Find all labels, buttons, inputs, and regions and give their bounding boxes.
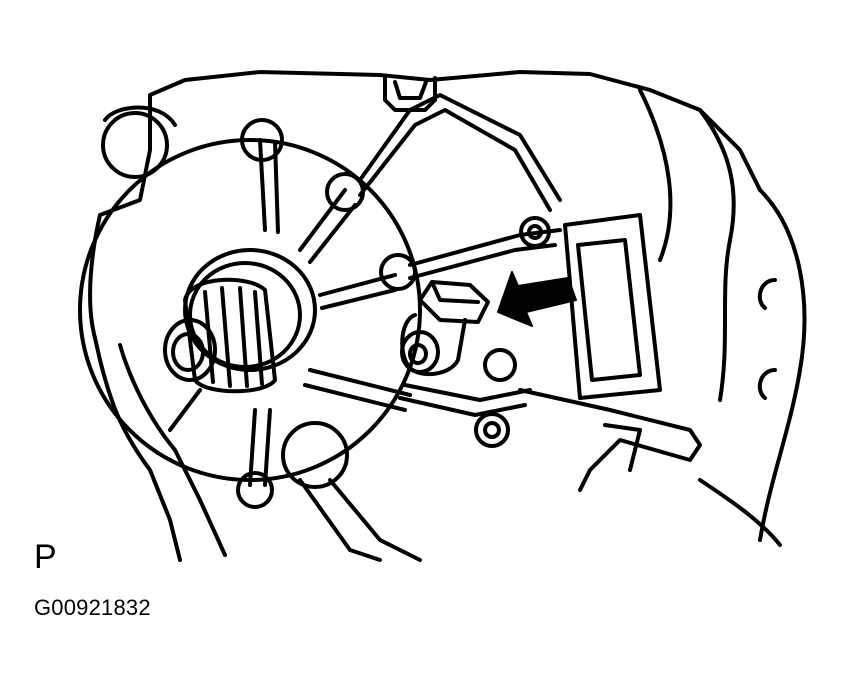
- top-left-boss-rim: [103, 105, 177, 127]
- rib-upper-2: [358, 108, 552, 212]
- side-window-inner: [576, 238, 642, 382]
- web-spoke-lower-left: [168, 388, 202, 432]
- web-spoke-upper-right-2: [308, 203, 357, 264]
- case-right-contour-3: [638, 88, 673, 262]
- lower-left-boss: [281, 421, 349, 489]
- indicator-arrow-icon: [497, 271, 577, 327]
- web-spoke-upper-right: [298, 188, 347, 252]
- bolt-hole-middle: [483, 348, 517, 382]
- bolt-hole-lower-inner: [483, 421, 501, 439]
- spline-4: [253, 290, 264, 386]
- rib-middle-2: [408, 243, 557, 280]
- web-spoke-lower-right-2: [303, 383, 407, 412]
- shaft-end-pilot: [171, 332, 205, 372]
- rib-bottom: [328, 478, 422, 562]
- case-left-inner-contour: [118, 343, 227, 557]
- case-left-contour: [93, 336, 182, 562]
- right-cutout-lower: [757, 368, 777, 400]
- plug-end-face: [400, 330, 440, 374]
- shaft-splined-body: [183, 277, 277, 394]
- spline-3: [238, 286, 249, 388]
- shaft-end-face: [163, 318, 217, 382]
- case-outer-outline: [88, 70, 762, 340]
- case-right-bottom-contour: [698, 478, 782, 547]
- top-left-boss: [101, 111, 169, 179]
- web-node-bottom: [236, 471, 274, 509]
- web-spoke-right-2: [320, 288, 397, 310]
- lower-bracket-inner: [603, 423, 642, 472]
- lower-bracket: [518, 388, 702, 492]
- side-window-outer: [563, 213, 662, 400]
- web-spoke-lower-right: [308, 368, 412, 397]
- web-node-top: [240, 118, 284, 162]
- plug-hex-edge: [430, 280, 480, 304]
- plug-end-center: [408, 343, 428, 365]
- rib-upper: [358, 93, 562, 202]
- rib-lower-2: [398, 396, 527, 417]
- corner-label: P: [34, 538, 57, 576]
- rib-lower: [403, 383, 532, 402]
- figure-id: G00921832: [34, 595, 151, 620]
- right-cutout-upper: [757, 278, 777, 310]
- bolt-hole-upper-inner: [527, 224, 543, 240]
- case-right-contour-1: [698, 108, 736, 402]
- rib-bottom-2: [298, 478, 382, 562]
- bolt-hole-lower: [474, 412, 510, 448]
- bearing-housing-web: [78, 138, 422, 482]
- case-right-contour-2: [758, 188, 807, 542]
- web-node-right: [379, 253, 417, 291]
- bolt-hole-upper: [519, 216, 551, 248]
- top-mount-lug-inner: [393, 80, 428, 100]
- spline-2: [220, 286, 232, 388]
- web-spoke-bottom-2: [263, 408, 272, 487]
- web-spoke-top: [258, 138, 267, 232]
